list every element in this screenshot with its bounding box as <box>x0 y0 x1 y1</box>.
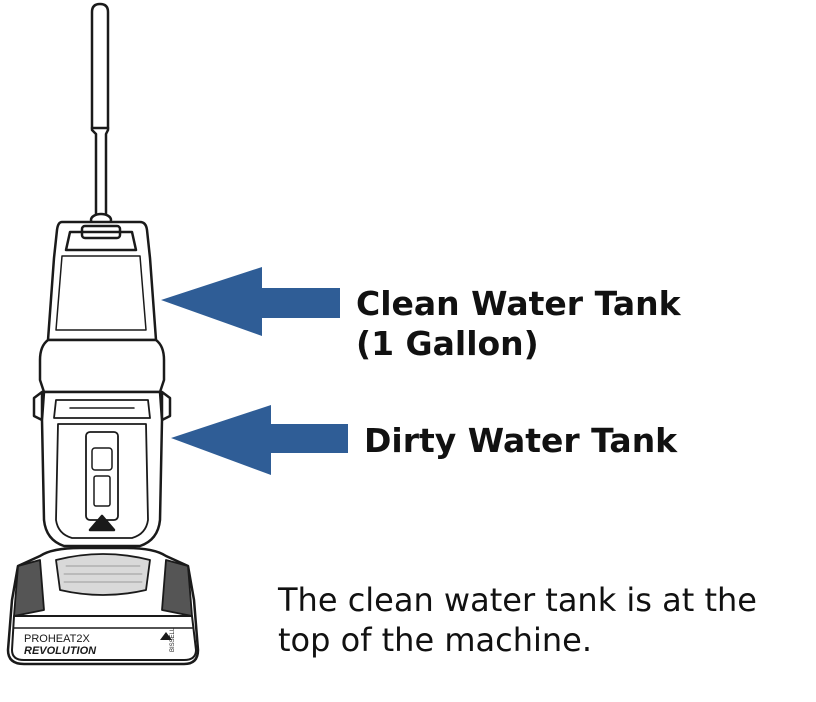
dirty-water-tank-outline <box>40 390 164 548</box>
caption-line-1: The clean water tank is at the <box>278 581 757 619</box>
clean-water-tank-text: Clean Water Tank <box>356 284 681 323</box>
arrow-clean-water-tank <box>161 267 340 336</box>
brand-logo-icon <box>160 632 172 640</box>
handle-pole <box>90 2 110 217</box>
caption: The clean water tank is at the top of th… <box>278 580 757 660</box>
clean-water-tank-capacity: (1 Gallon) <box>356 324 539 363</box>
label-clean-water-tank: Clean Water Tank (1 Gallon) <box>356 284 681 364</box>
brand-logo-text: BISSELL <box>170 627 176 652</box>
model-name-line1: PROHEAT2X <box>24 633 90 645</box>
machine-base <box>6 546 200 666</box>
arrow-dirty-water-tank <box>171 405 348 475</box>
label-dirty-water-tank: Dirty Water Tank <box>364 421 678 460</box>
clean-water-tank-outline <box>46 220 158 342</box>
caption-line-2: top of the machine. <box>278 621 592 659</box>
carpet-cleaner-illustration <box>6 2 200 666</box>
model-name-line2: REVOLUTION <box>24 645 97 657</box>
